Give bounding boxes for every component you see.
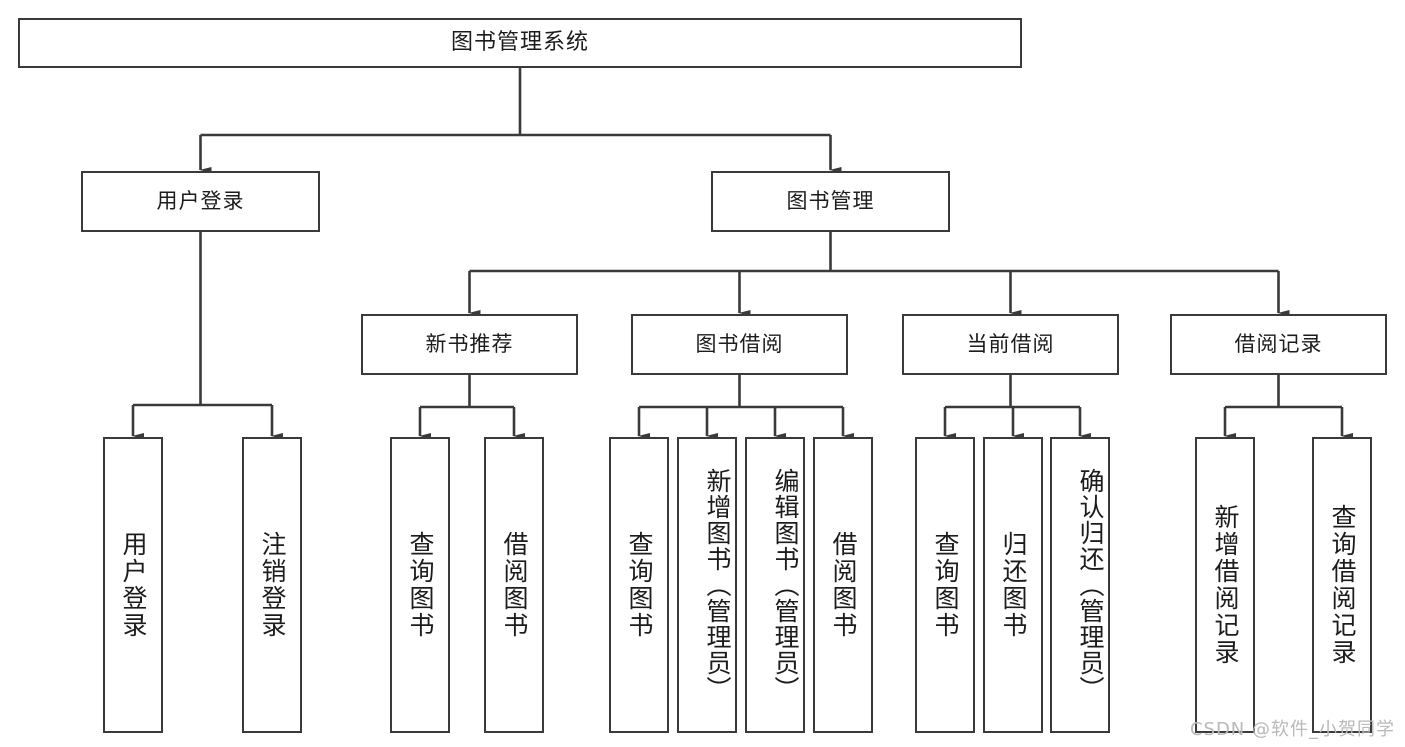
node-label: 借阅图书 [500,531,529,639]
node-leaf-rec-query[interactable]: 查询图书 [390,437,450,733]
node-label: 图书管理 [786,188,875,213]
watermark-text: CSDN @软件_小贺同学 [1189,719,1395,740]
node-label: 图书借阅 [695,331,784,356]
node-leaf-borrow-lend[interactable]: 借阅图书 [813,437,873,733]
node-label: 新书推荐 [425,331,514,356]
node-label: 查询图书 [406,531,435,639]
node-label: 编辑图书（管理员） [771,468,800,702]
node-label: 借阅记录 [1234,331,1323,356]
node-leaf-cur-confirm[interactable]: 确认归还（管理员） [1050,437,1110,733]
node-label: 新增借阅记录 [1211,504,1240,666]
node-leaf-rec-add[interactable]: 新增借阅记录 [1195,437,1255,733]
node-label: 归还图书 [999,531,1028,639]
node-leaf-borrow-add[interactable]: 新增图书（管理员） [677,437,737,733]
node-leaf-user-login[interactable]: 用户登录 [103,437,163,733]
node-leaf-rec-query2[interactable]: 查询借阅记录 [1312,437,1372,733]
node-label: 用户登录 [156,188,245,213]
node-book-borrow[interactable]: 图书借阅 [631,314,848,375]
node-leaf-borrow-edit[interactable]: 编辑图书（管理员） [745,437,805,733]
node-label: 确认归还（管理员） [1076,468,1105,702]
node-label: 查询借阅记录 [1328,504,1357,666]
node-leaf-user-logout[interactable]: 注销登录 [242,437,302,733]
node-book-manage[interactable]: 图书管理 [711,171,950,232]
node-root[interactable]: 图书管理系统 [18,18,1022,68]
node-leaf-cur-return[interactable]: 归还图书 [983,437,1043,733]
node-new-book-rec[interactable]: 新书推荐 [361,314,578,375]
node-label: 查询图书 [625,531,654,639]
node-label: 当前借阅 [966,331,1055,356]
node-current-borrow[interactable]: 当前借阅 [902,314,1119,375]
node-leaf-cur-query[interactable]: 查询图书 [915,437,975,733]
node-borrow-record[interactable]: 借阅记录 [1170,314,1387,375]
node-leaf-borrow-query[interactable]: 查询图书 [609,437,669,733]
node-label: 图书管理系统 [450,29,589,55]
node-label: 用户登录 [119,531,148,639]
node-label: 查询图书 [931,531,960,639]
node-user-login[interactable]: 用户登录 [81,171,320,232]
node-label: 借阅图书 [829,531,858,639]
node-label: 新增图书（管理员） [703,468,732,702]
node-label: 注销登录 [258,531,287,639]
node-leaf-rec-borrow[interactable]: 借阅图书 [484,437,544,733]
